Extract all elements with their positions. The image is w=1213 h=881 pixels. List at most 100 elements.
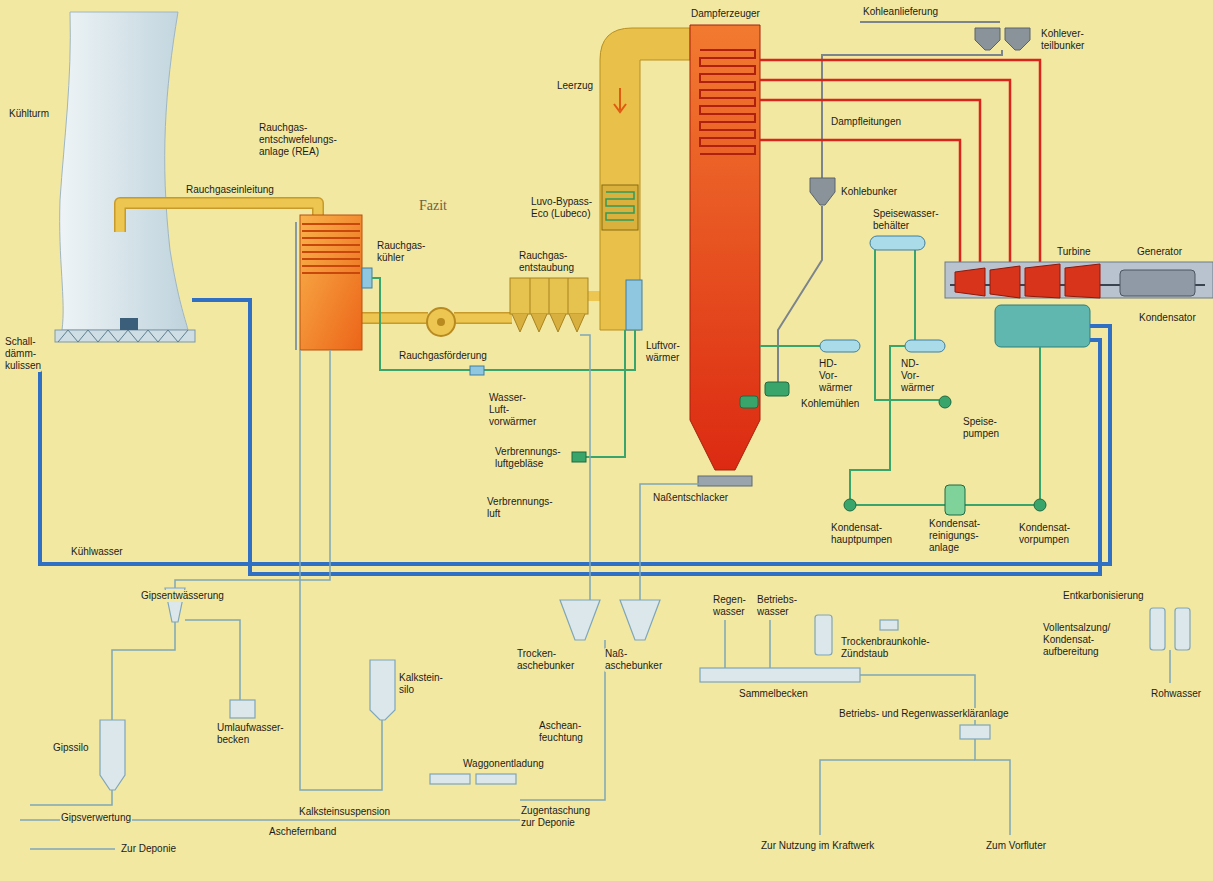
steam-lines-part [760,80,1010,262]
part-label: Verbrennungs- luftgebläse [494,446,562,470]
background-text: Fazit [418,198,448,214]
steam-lines-part [760,60,1040,262]
auxiliary-equipment-part [560,600,600,640]
auxiliary-equipment-part [620,600,660,640]
auxiliary-systems-part [975,739,1010,835]
coal-bunkers-part [810,178,835,205]
heaters-pumps-part [939,396,951,408]
part-label: Verbrennungs- luft [486,496,554,520]
water-steam-circuit-part [914,250,916,340]
auxiliary-systems-part [300,350,382,790]
auxiliary-equipment-part [100,720,125,790]
heaters-pumps-part [1034,499,1046,511]
part-label: Zur Deponie [120,843,177,855]
coal-bunkers-part [1005,28,1030,50]
boiler [690,25,760,486]
part-label: Gipsverwertung [60,812,132,824]
water-steam-circuit-part [875,250,939,400]
water-steam-circuit [372,250,1040,505]
steam-lines [760,60,1040,262]
part-label: Kohlemühlen [800,398,860,410]
part-label: Kalkstein- silo [398,672,444,696]
part-label: Zugentaschung zur Deponie [520,805,602,829]
part-label: Rauchgas- kühler [376,240,426,264]
electrostatic-precipitator-part [510,278,588,314]
part-label: Betriebs- wasser [756,594,798,618]
part-label: Kohlebunker [840,186,898,198]
auxiliary-equipment-part [370,660,395,720]
coal-mills-part [740,396,758,408]
auxiliary-equipment-part [1175,608,1190,650]
coal-bunkers [810,28,1030,205]
turbine-generator-part [945,262,1213,298]
heaters-pumps-part [572,452,586,462]
part-label: Speise- pumpen [962,416,1000,440]
auxiliary-systems-part [30,790,112,805]
part-label: Naß- aschebunker [604,648,663,672]
auxiliary-systems-part [725,620,770,668]
auxiliary-equipment-part [960,725,990,739]
heaters-pumps-part [870,236,925,250]
desulphurisation-plant-part [295,222,297,350]
part-label: Kühlwasser [70,546,124,558]
part-label: Trockenbraunkohle- Zündstaub [840,636,931,660]
part-label: Dampferzeuger [690,8,761,20]
part-label: ND-Vor- wärmer [900,358,935,394]
part-label: Rauchgaseinleitung [185,184,275,196]
part-label: Kondensat- hauptpumpen [830,522,893,546]
turbine-generator-part [955,264,1100,298]
electrostatic-precipitator-part [530,278,568,314]
electrostatic-precipitator-part [512,314,585,332]
auxiliary-equipment-part [880,620,898,630]
flue-gas-duct-part [120,203,318,232]
cooling-tower-part [58,330,188,342]
electrostatic-precipitator [510,278,588,332]
cooling-tower-part [120,318,138,330]
empty-pass-duct-part [606,192,634,220]
part-label: Aschean- feuchtung [538,720,584,744]
auxiliary-systems-part [580,335,590,600]
boiler-part [690,25,760,470]
auxiliary-systems-part [820,760,975,835]
heaters-pumps-part [844,499,856,511]
empty-pass-duct-part [602,185,638,230]
part-label: Rauchgas- entstaubung [518,250,575,274]
part-label: Kühlturm [8,108,50,120]
part-label: HD-Vor- wärmer [818,358,853,394]
auxiliary-equipment-part [230,700,255,718]
part-label: Luvo-Bypass- Eco (Lubeco) [530,196,598,220]
steam-lines-part [760,100,980,262]
empty-pass-duct [600,28,690,330]
heaters-pumps-part [905,340,945,352]
auxiliary-equipment [100,588,1190,790]
flue-gas-fan-part [437,318,445,326]
part-label: Turbine [1056,246,1092,258]
part-label: Kohlever- teilbunker [1040,28,1085,52]
desulphurisation-plant [296,215,372,350]
part-label: Schall- dämm- kulissen [4,336,42,372]
part-label: Trocken- aschebunker [516,648,575,672]
cooling-water-part [40,326,1110,564]
flue-gas-fan-part [427,308,455,336]
part-label: Zur Nutzung im Kraftwerk [760,840,875,852]
auxiliary-equipment-part [476,774,516,784]
part-label: Sammelbecken [738,688,809,700]
cooling-tower-part [60,12,188,330]
auxiliary-systems-part [112,622,175,720]
water-steam-circuit-part [1039,347,1041,499]
flue-gas-fan [427,308,455,336]
desulphurisation-plant-part [362,268,372,288]
part-label: Rauchgas- entschwefelungs- anlage (REA) [258,122,338,158]
cooling-water [40,300,1110,574]
part-label: Kondensat- vorpumpen [1018,522,1071,546]
heaters-pumps-part [945,485,965,515]
part-label: Gipsentwässerung [140,590,225,602]
part-label: Umlaufwasser- becken [216,722,285,746]
desulphurisation-plant-part [302,224,360,273]
auxiliary-equipment-part [700,668,860,682]
part-label: Regen- wasser [712,594,747,618]
part-label: Kondensator [1138,312,1197,324]
